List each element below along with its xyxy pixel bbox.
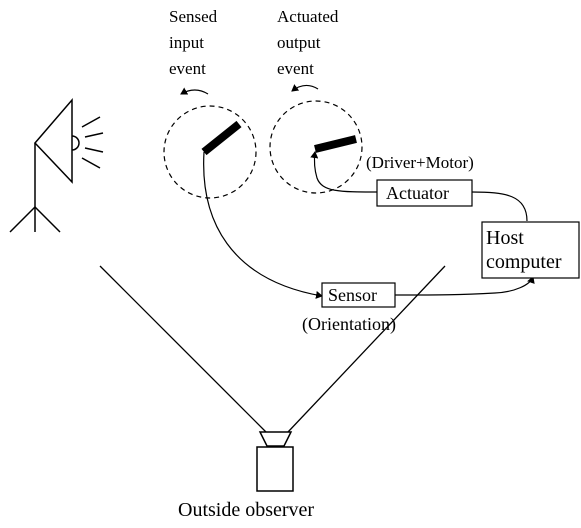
actuated-bar [314,135,357,153]
sensed-to-sensor-line [203,151,323,299]
sensed-label-line3: event [169,59,206,78]
driver-motor-label: (Driver+Motor) [366,153,474,172]
view-line-left [99,265,267,433]
camera-icon [256,431,294,492]
sensor-label: Sensor [328,285,377,305]
view-line-right [287,265,446,433]
sensed-dashed-circle [163,105,257,199]
actuator-label: Actuator [386,183,449,203]
actuated-rotation [269,84,363,194]
host-label-line2: computer [486,251,562,273]
sensed-rotation [163,87,257,199]
host-computer-box [481,221,580,279]
sensor-to-host-line [394,276,535,296]
actuated-label-line3: event [277,59,314,78]
orientation-label: (Orientation) [302,314,396,335]
actuated-label-line1: Actuated [277,7,339,26]
sensed-bar [201,120,242,156]
host-label-line1: Host [486,227,524,249]
host-to-actuator-line [471,191,528,222]
sensed-label-line2: input [169,33,204,52]
actuated-label-line2: output [277,33,321,52]
lamp-icon [9,97,104,233]
sensed-label-line1: Sensed [169,7,218,26]
sensor-box [321,282,396,308]
observer-label: Outside observer [178,499,314,521]
actuator-box [376,179,473,207]
actuated-dashed-circle [269,100,363,194]
sensed-rotation-arrow [180,87,209,95]
actuator-to-bar-line [310,151,378,193]
actuated-rotation-arrow [291,84,319,92]
